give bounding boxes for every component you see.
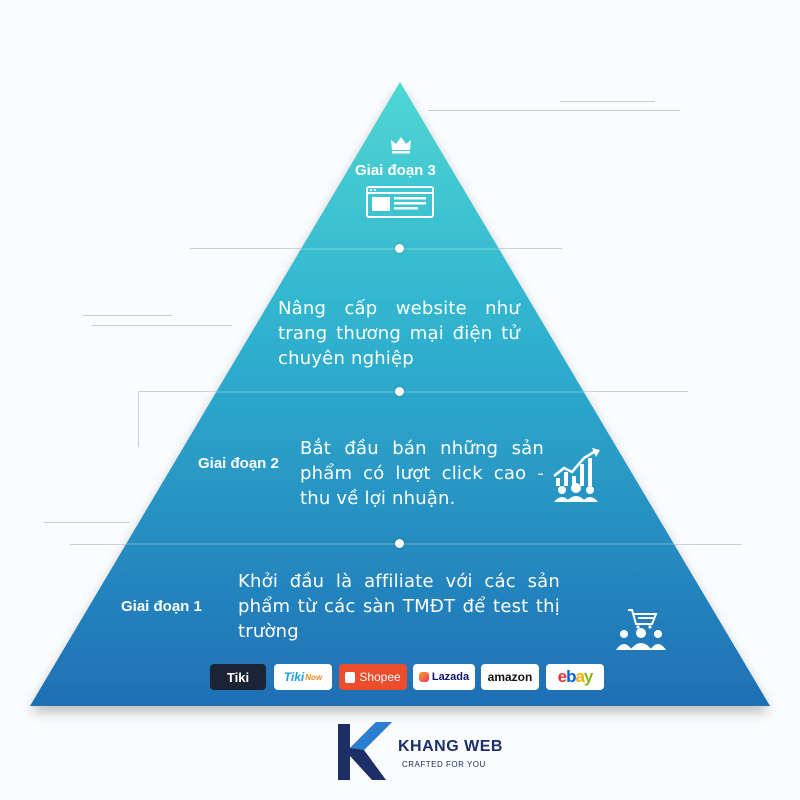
tier-dot (395, 387, 404, 396)
cart-people-icon (616, 609, 666, 650)
brand-name: KHANG WEB (398, 738, 503, 755)
decor-line (138, 391, 139, 447)
website-browser-icon (366, 186, 434, 218)
stage-upgrade-text: Nâng cấp website như trang thương mại đi… (278, 298, 520, 369)
decor-line (82, 315, 172, 316)
growth-chart-people-icon (553, 448, 600, 502)
stage-3-label: Giai đoạn 3 (355, 162, 436, 179)
tier-dot (395, 539, 404, 548)
tier-dot (395, 244, 404, 253)
shopee-bag-icon (345, 671, 356, 683)
stage-2-text: Bắt đầu bán những sản phẩm có lượt click… (300, 438, 544, 509)
lazada-heart-icon (418, 672, 429, 682)
tiki-logo: Tiki (210, 664, 266, 690)
khang-web-logo-icon (338, 722, 392, 780)
amazon-logo: amazon (481, 664, 539, 690)
stage-1-text: Khởi đầu là affiliate với các sản phẩm t… (238, 571, 560, 642)
brand-tagline: CRAFTED FOR YOU (402, 760, 486, 769)
decor-line (428, 110, 680, 111)
stage-1-label: Giai đoạn 1 (121, 598, 202, 615)
lazada-logo: Lazada (413, 664, 475, 690)
stage-2-label: Giai đoạn 2 (198, 455, 279, 472)
shopee-logo: Shopee (339, 664, 407, 690)
decor-line (92, 325, 232, 326)
decor-line (560, 101, 655, 102)
crown-icon (391, 137, 411, 154)
decor-line (44, 522, 130, 523)
